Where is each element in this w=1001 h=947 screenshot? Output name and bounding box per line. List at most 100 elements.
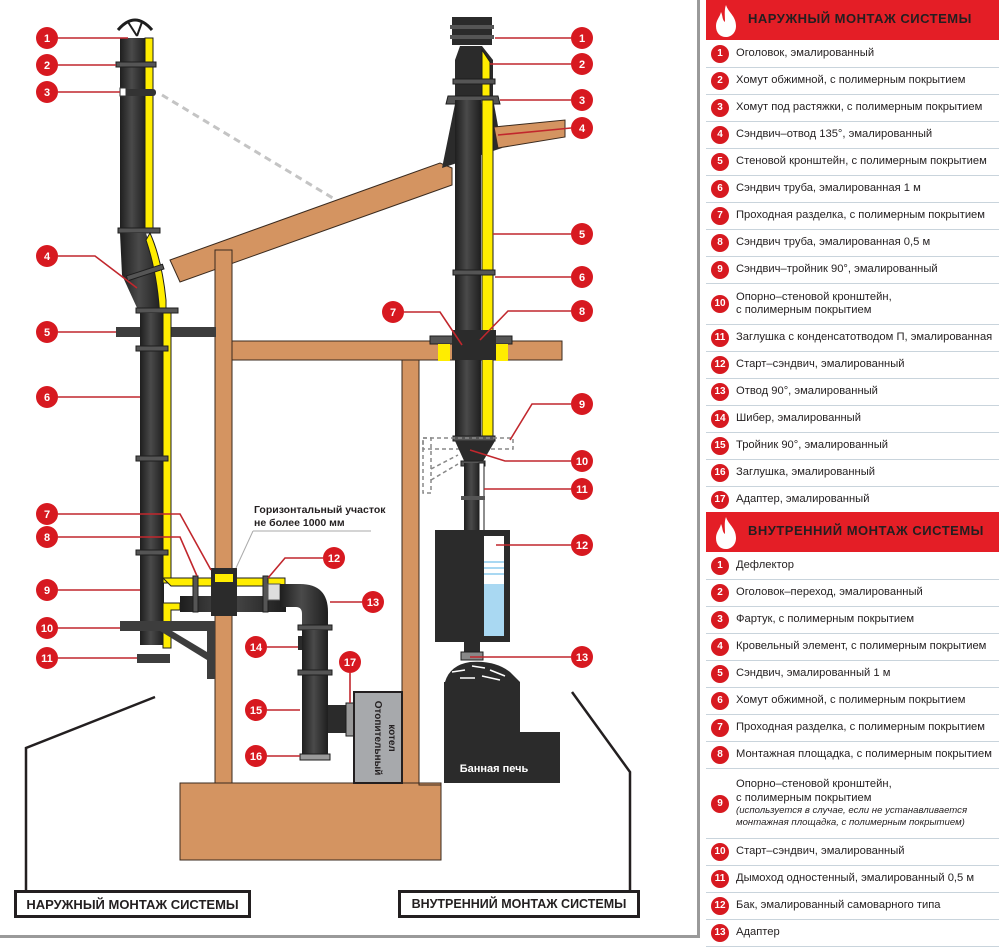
- flame-icon: [716, 517, 736, 549]
- callout-badge: [323, 547, 345, 569]
- legend-item-line: Опорно–стеновой кронштейн,: [736, 778, 892, 790]
- callout-number: 13: [367, 597, 379, 609]
- number-badge: 14: [711, 410, 729, 428]
- number-badge: 10: [711, 843, 729, 861]
- callout-badge: [571, 646, 593, 668]
- adapter-13: [460, 651, 484, 661]
- number-badge: 8: [711, 234, 729, 252]
- legend-inner-title: ВНУТРЕННИЙ МОНТАЖ СИСТЕМЫ: [748, 523, 984, 538]
- legend-item-line: Сэндвич–тройник 90°, эмалированный: [736, 263, 938, 276]
- legend-item-text: Кровельный элемент, с полимерным покрыти…: [736, 640, 986, 654]
- number-badge: 16: [711, 464, 729, 482]
- number-badge: 9: [711, 261, 729, 279]
- legend-item-line: Отвод 90°, эмалированный: [736, 385, 878, 398]
- legend-item-line: Кровельный элемент, с полимерным покрыти…: [736, 640, 987, 653]
- callout-number: 7: [390, 307, 396, 319]
- legend-item-text: Шибер, эмалированный: [736, 412, 861, 426]
- legend-item-text: Хомут под растяжки, с полимерным покрыти…: [736, 101, 982, 115]
- legend-item-line: Дефлектор: [736, 559, 794, 572]
- inner-chimney: Банная печь: [422, 17, 566, 783]
- legend-item-line: Шибер, эмалированный: [736, 412, 861, 425]
- number-badge: 1: [711, 557, 729, 575]
- optional-bracket-9: [422, 437, 514, 494]
- callout-number: 10: [576, 456, 588, 468]
- diagram-frame: [0, 0, 700, 938]
- legend-item-line: Сэндвич, эмалированный 1 м: [736, 667, 891, 680]
- legend-item-text: Стеновой кронштейн, с полимерным покрыти…: [736, 155, 987, 169]
- number-badge: 2: [711, 584, 729, 602]
- caption-outer: НАРУЖНЫЙ МОНТАЖ СИСТЕМЫ: [26, 896, 239, 912]
- legend-outer-header: НАРУЖНЫЙ МОНТАЖ СИСТЕМЫ: [706, 0, 999, 40]
- callout-badge: [36, 54, 58, 76]
- callout-leader-line: [267, 557, 323, 579]
- legend-item-text: Адаптер, эмалированный: [736, 493, 869, 507]
- callout-leader-line: [58, 513, 212, 571]
- callout-badge: [382, 301, 404, 323]
- legend-inner-header: ВНУТРЕННИЙ МОНТАЖ СИСТЕМЫ: [706, 512, 999, 552]
- legend-item-text: Опорно–стеновой кронштейн,с полимерным п…: [736, 778, 967, 829]
- number-badge: 3: [711, 611, 729, 629]
- callout-number: 6: [44, 392, 50, 404]
- number-badge: 17: [711, 491, 729, 509]
- legend-item-line: Хомут обжимной, с полимерным покрытием: [736, 74, 966, 87]
- callout-leader-line: [497, 127, 572, 136]
- legend-item-line: Адаптер: [736, 926, 780, 939]
- number-badge: 1: [711, 45, 729, 63]
- number-badge: 6: [711, 180, 729, 198]
- legend-item-text: Адаптер: [736, 926, 780, 940]
- callout-badge: [339, 651, 361, 673]
- callout-number: 6: [579, 272, 585, 284]
- upper-pipe: [120, 38, 146, 228]
- number-badge: 10: [711, 295, 729, 313]
- legend-item-line: Хомут обжимной, с полимерным покрытием: [736, 694, 966, 707]
- callout-badge: [36, 81, 58, 103]
- callout-badge: [245, 636, 267, 658]
- sauna-stove: [444, 682, 520, 783]
- outer-chimney: Отопительный котел: [115, 18, 403, 784]
- legend-item-line: Оголовок–переход, эмалированный: [736, 586, 923, 599]
- callout-badge: [36, 386, 58, 408]
- horizontal-note-line1: Горизонтальный участок: [254, 504, 386, 516]
- callout-number: 9: [579, 399, 585, 411]
- guy-wire: [161, 93, 337, 202]
- callout-number: 11: [41, 653, 53, 665]
- callout-number: 8: [579, 306, 585, 318]
- number-badge: 13: [711, 383, 729, 401]
- number-badge: 3: [711, 99, 729, 117]
- boiler-label-2: котел: [386, 724, 397, 752]
- legend-item-text: Проходная разделка, с полимерным покрыти…: [736, 209, 985, 223]
- legend-inner-list: 1 Дефлектор 2 Оголовок–переход, эмалированн…: [706, 553, 999, 947]
- caption-inner-box: ВНУТРЕННИЙ МОНТАЖ СИСТЕМЫ: [398, 890, 640, 918]
- legend-item: 9 Сэндвич–тройник 90°, эмалированный: [706, 257, 999, 284]
- plug-16: [299, 753, 331, 761]
- legend-item-text: Сэндвич–отвод 135°, эмалированный: [736, 128, 932, 142]
- callout-number: 11: [576, 484, 588, 496]
- callout-number: 2: [44, 60, 50, 72]
- legend-item-text: Проходная разделка, с полимерным покрыти…: [736, 721, 985, 735]
- foundation: [179, 782, 442, 861]
- callout-badge: [245, 745, 267, 767]
- callout-number: 10: [41, 623, 53, 635]
- house-structure: [169, 162, 563, 861]
- callout-number: 8: [44, 532, 50, 544]
- callout-number: 3: [579, 95, 585, 107]
- legend-outer-title: НАРУЖНЫЙ МОНТАЖ СИСТЕМЫ: [748, 11, 972, 26]
- callout-badge: [36, 647, 58, 669]
- callout-badge: [571, 89, 593, 111]
- callout-badge: [36, 579, 58, 601]
- legend-item-text: Фартук, с полимерным покрытием: [736, 613, 914, 627]
- boiler-label: Отопительный: [372, 701, 383, 776]
- legend-item-line: Стеновой кронштейн, с полимерным покрыти…: [736, 155, 987, 168]
- legend-item-line: Хомут под растяжки, с полимерным покрыти…: [736, 101, 983, 114]
- legend-item-text: Оголовок–переход, эмалированный: [736, 586, 923, 600]
- deflector-cap: [116, 18, 154, 32]
- floor-right: [418, 782, 442, 786]
- legend-item-line: Старт–сэндвич, эмалированный: [736, 845, 905, 858]
